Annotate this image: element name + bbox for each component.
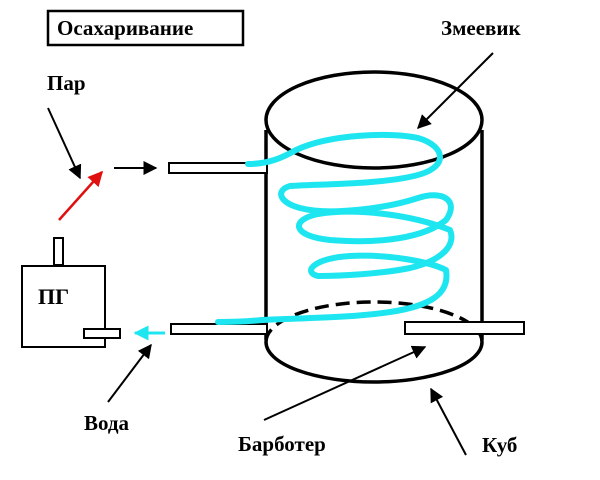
coil [215,131,455,325]
sparger-label: Барботер [238,432,326,456]
water-outlet-pipe [170,323,268,335]
vessel-label-pointer [430,387,467,456]
steam-label-pointer [47,107,82,180]
coil-label-pointer [417,52,494,129]
vessel-label: Куб [482,433,517,457]
steam-generator: ПГ [21,237,121,348]
diagram-title: Осахаривание [57,16,193,40]
sparger-label-pointer [263,345,427,421]
title-box: Осахаривание [46,9,245,47]
coil-label: Змеевик [441,16,521,40]
steam-inlet-pipe [168,162,268,174]
generator-water-inlet [83,328,121,339]
vessel-top [264,70,484,170]
sparger-pipe [404,321,525,335]
steam-label: Пар [47,71,86,95]
generator-label: ПГ [38,284,69,309]
water-label: Вода [84,411,130,435]
generator-steam-outlet [53,237,64,266]
vessel-bottom-front [264,341,484,384]
water-label-pointer [107,343,152,403]
steam-flow-arrow [58,170,104,221]
